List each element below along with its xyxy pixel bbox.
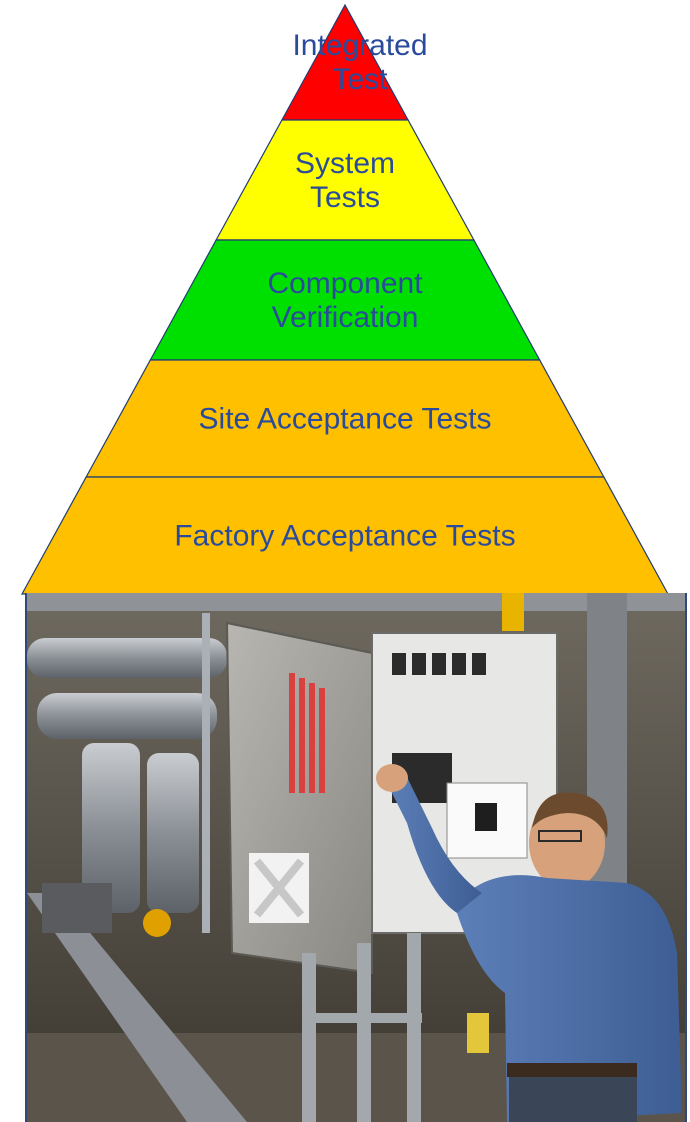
pyramid-tier-2 <box>215 119 475 241</box>
pyramid-tier-2-label-line-1: System <box>295 147 395 180</box>
test-pyramid: IntegratedTestSystemTestsComponentVerifi… <box>20 3 670 595</box>
pyramid-tier-3-label-line-1: Component <box>267 267 423 300</box>
pyramid-tier-5-label-line-1: Factory Acceptance Tests <box>174 520 515 553</box>
pyramid-tier-1-label-line-1: Integrated <box>292 29 427 62</box>
technician-photo <box>25 593 687 1122</box>
pyramid-tier-4-label-line-1: Site Acceptance Tests <box>199 403 492 436</box>
pyramid-labels: IntegratedTestSystemTestsComponentVerifi… <box>174 29 515 553</box>
pyramid-tier-3 <box>149 239 541 361</box>
pyramid-tier-3-label-line-2: Verification <box>272 301 419 334</box>
pyramid-tier-2-label-line-2: Tests <box>310 181 380 214</box>
pyramid-tiers <box>20 3 670 595</box>
pyramid-tier-1-label-line-2: Test <box>332 63 388 96</box>
